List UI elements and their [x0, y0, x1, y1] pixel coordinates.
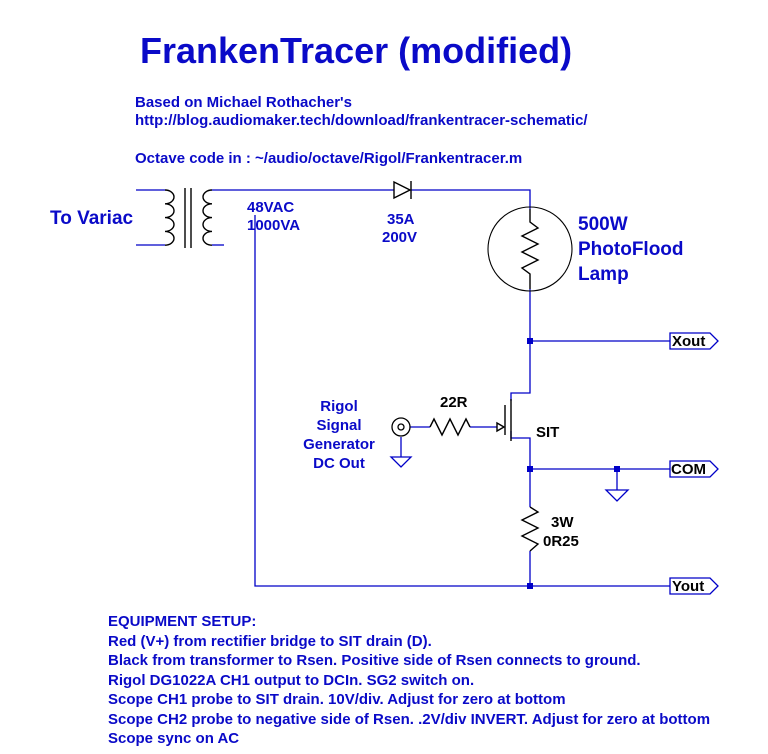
- transformer-primary-coil: [164, 189, 175, 246]
- diode-voltage: 200V: [382, 229, 418, 246]
- transformer-voltage: 48VAC: [247, 199, 295, 216]
- com-ground-icon: [604, 489, 630, 502]
- transformer-rating: 1000VA: [247, 217, 301, 234]
- octave-path: Octave code in : ~/audio/octave/Rigol/Fr…: [135, 150, 523, 167]
- generator-label: Rigol Signal Generator DC Out: [303, 398, 375, 472]
- source-url[interactable]: http://blog.audiomaker.tech/download/fra…: [135, 112, 588, 129]
- setup-line: Black from transformer to Rsen. Positive…: [108, 652, 641, 669]
- junction-xout: [527, 338, 533, 344]
- setup-line: Scope CH2 probe to negative side of Rsen…: [108, 710, 711, 728]
- lamp-power: 500W: [578, 214, 628, 235]
- gate-resistor-label: 22R: [440, 394, 468, 411]
- setup-line: Rigol DG1022A CH1 output to DCIn. SG2 sw…: [108, 671, 475, 689]
- setup-line: Scope CH1 probe to SIT drain. 10V/div. A…: [108, 691, 566, 708]
- junction-yout: [527, 583, 533, 589]
- page-title: FrankenTracer (modified): [140, 30, 573, 71]
- com-port: COM: [671, 461, 706, 478]
- generator-connector: [391, 417, 411, 437]
- rsen-power: 3W: [551, 514, 574, 531]
- xout-port: Xout: [672, 333, 706, 350]
- junction-com: [527, 466, 533, 472]
- rsen-value: 0R25: [543, 533, 579, 550]
- xout-port-flag: [669, 332, 719, 350]
- yout-port: Yout: [672, 578, 705, 595]
- yout-port-flag: [669, 577, 719, 595]
- setup-line: Red (V+) from rectifier bridge to SIT dr…: [108, 632, 432, 650]
- variac-label: To Variac: [50, 208, 134, 229]
- setup-heading: EQUIPMENT SETUP:: [108, 613, 257, 630]
- lamp-word: Lamp: [578, 264, 629, 285]
- diode-symbol: [393, 180, 412, 200]
- setup-line: Scope sync on AC: [108, 730, 240, 747]
- lamp-bulb: [487, 206, 573, 292]
- lamp-type: PhotoFlood: [578, 239, 684, 260]
- transformer-secondary-coil: [202, 189, 213, 246]
- sit-gate-arrow: [496, 421, 506, 433]
- equipment-setup: EQUIPMENT SETUP: Red (V+) from rectifier…: [108, 612, 710, 749]
- rsen-resistor: [520, 506, 540, 552]
- lamp-filament: [520, 209, 540, 289]
- gate-resistor: [429, 417, 471, 437]
- wire-diode-to-lamp: [411, 189, 531, 209]
- sit-label: SIT: [536, 424, 560, 441]
- credit-line: Based on Michael Rothacher's: [135, 94, 352, 111]
- diode-current: 35A: [387, 211, 415, 228]
- com-port-flag: [669, 460, 719, 478]
- wire-lamp-to-drain: [510, 289, 531, 401]
- junction-ground: [614, 466, 620, 472]
- generator-ground-icon: [389, 456, 413, 468]
